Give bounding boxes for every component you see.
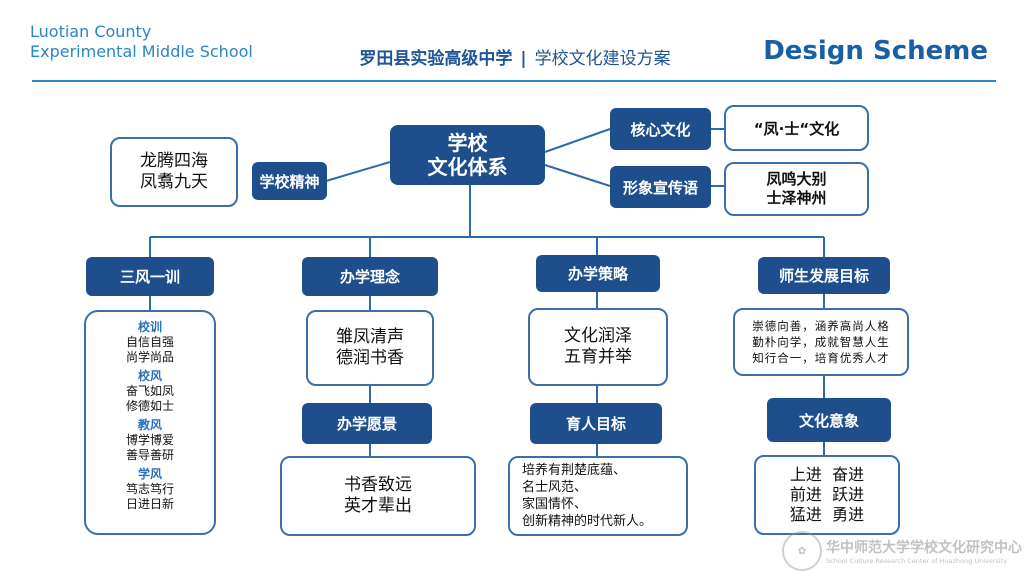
connector-slogan xyxy=(544,164,611,187)
development-line: 崇德向善，涵养高尚人格 xyxy=(752,319,890,333)
motto-group-line: 善导善研 xyxy=(125,448,174,462)
spirit-box: 龙腾四海 凤翥九天 xyxy=(110,137,238,207)
motto-label: 三风一训 xyxy=(86,257,214,296)
vision-box: 书香致远 英才辈出 xyxy=(280,456,476,536)
goal-label: 育人目标 xyxy=(530,403,662,444)
motto-group-line: 奋飞如凤 xyxy=(125,384,174,398)
design-scheme-label: Design Scheme xyxy=(763,36,988,66)
motto-group-title: 学风 xyxy=(137,467,162,481)
core-culture-label: 核心文化 xyxy=(610,108,711,150)
vision-label: 办学愿景 xyxy=(302,403,432,444)
motto-box: 校训 自信自强 尚学尚品 校风 奋飞如凤 修德如士 教风 博学博爱 善导善研 学… xyxy=(84,310,216,535)
culture-system-node: 学校 文化体系 xyxy=(390,125,545,185)
vision-line1: 书香致远 xyxy=(344,475,412,495)
motto-group-line: 日进日新 xyxy=(125,497,174,511)
goal-box: 培养有荆楚底蕴、 名士风范、 家国情怀、 创新精神的时代新人。 xyxy=(508,456,688,536)
goal-line: 创新精神的时代新人。 xyxy=(522,514,653,529)
school-english-line1: Luotian County xyxy=(30,22,152,41)
motto-group-line: 修德如士 xyxy=(125,399,174,413)
slogan-line1: 凤鸣大别 xyxy=(766,170,827,188)
development-label: 师生发展目标 xyxy=(758,257,890,294)
strategy-line1: 文化润泽 xyxy=(564,326,632,346)
title-sub: 学校文化建设方案 xyxy=(534,49,671,69)
watermark-title: 华中师范大学学校文化研究中心 xyxy=(826,540,1022,556)
strategy-line2: 五育并举 xyxy=(564,347,632,367)
core-culture-value: “凤·士“文化 xyxy=(753,119,840,138)
philosophy-label: 办学理念 xyxy=(302,257,438,296)
spirit-label: 学校精神 xyxy=(252,162,327,200)
page-title: 罗田县实验高级中学 | 学校文化建设方案 xyxy=(0,44,1030,69)
motto-group-title: 校风 xyxy=(137,369,162,383)
header-divider xyxy=(32,80,996,82)
motto-group-line: 博学博爱 xyxy=(125,433,174,447)
title-separator: | xyxy=(520,49,527,69)
seal-icon: ✿ xyxy=(782,531,822,571)
vision-line2: 英才辈出 xyxy=(344,496,412,516)
imagery-line: 猛进 勇进 xyxy=(789,505,865,524)
slogan-line2: 士泽神州 xyxy=(766,189,827,207)
watermark: ✿ 华中师范大学学校文化研究中心 School Culture Research… xyxy=(782,531,1022,571)
philosophy-line2: 德润书香 xyxy=(336,348,404,368)
development-box: 崇德向善，涵养高尚人格 勤朴向学，成就智慧人生 知行合一，培育优秀人才 xyxy=(733,308,909,376)
goal-line: 家国情怀、 xyxy=(522,497,588,512)
center-line1: 学校 xyxy=(447,131,488,155)
motto-group-line: 尚学尚品 xyxy=(125,350,174,364)
motto-group-title: 校训 xyxy=(137,320,162,334)
strategy-label: 办学策略 xyxy=(536,255,660,292)
philosophy-box: 雏凤清声 德润书香 xyxy=(306,310,434,386)
motto-group-line: 自信自强 xyxy=(125,335,174,349)
spirit-line2: 凤翥九天 xyxy=(140,172,208,192)
imagery-box: 上进 奋进 前进 跃进 猛进 勇进 xyxy=(754,455,900,535)
motto-group-title: 教风 xyxy=(137,418,162,432)
development-line: 勤朴向学，成就智慧人生 xyxy=(752,335,890,349)
slogan-label: 形象宣传语 xyxy=(610,166,711,208)
spirit-line1: 龙腾四海 xyxy=(140,151,208,171)
imagery-line: 上进 奋进 xyxy=(789,465,865,484)
imagery-label: 文化意象 xyxy=(767,398,891,442)
strategy-box: 文化润泽 五育并举 xyxy=(528,308,668,386)
watermark-subtitle: School Culture Research Center of Huazho… xyxy=(826,557,1008,565)
motto-group-line: 笃志笃行 xyxy=(125,482,174,496)
school-english-name: Luotian County Experimental Middle Schoo… xyxy=(30,22,253,62)
imagery-line: 前进 跃进 xyxy=(789,485,865,504)
goal-line: 名士风范、 xyxy=(522,480,588,495)
development-line: 知行合一，培育优秀人才 xyxy=(752,351,890,365)
philosophy-line1: 雏凤清声 xyxy=(336,327,404,347)
core-culture-box: “凤·士“文化 xyxy=(724,105,869,151)
title-main: 罗田县实验高级中学 xyxy=(359,49,513,69)
connector-core xyxy=(544,128,611,153)
connector-spirit xyxy=(325,161,391,182)
center-line2: 文化体系 xyxy=(427,155,508,179)
goal-line: 培养有荆楚底蕴、 xyxy=(522,463,627,478)
slogan-box: 凤鸣大别 士泽神州 xyxy=(724,162,869,216)
school-english-line2: Experimental Middle School xyxy=(30,42,253,61)
